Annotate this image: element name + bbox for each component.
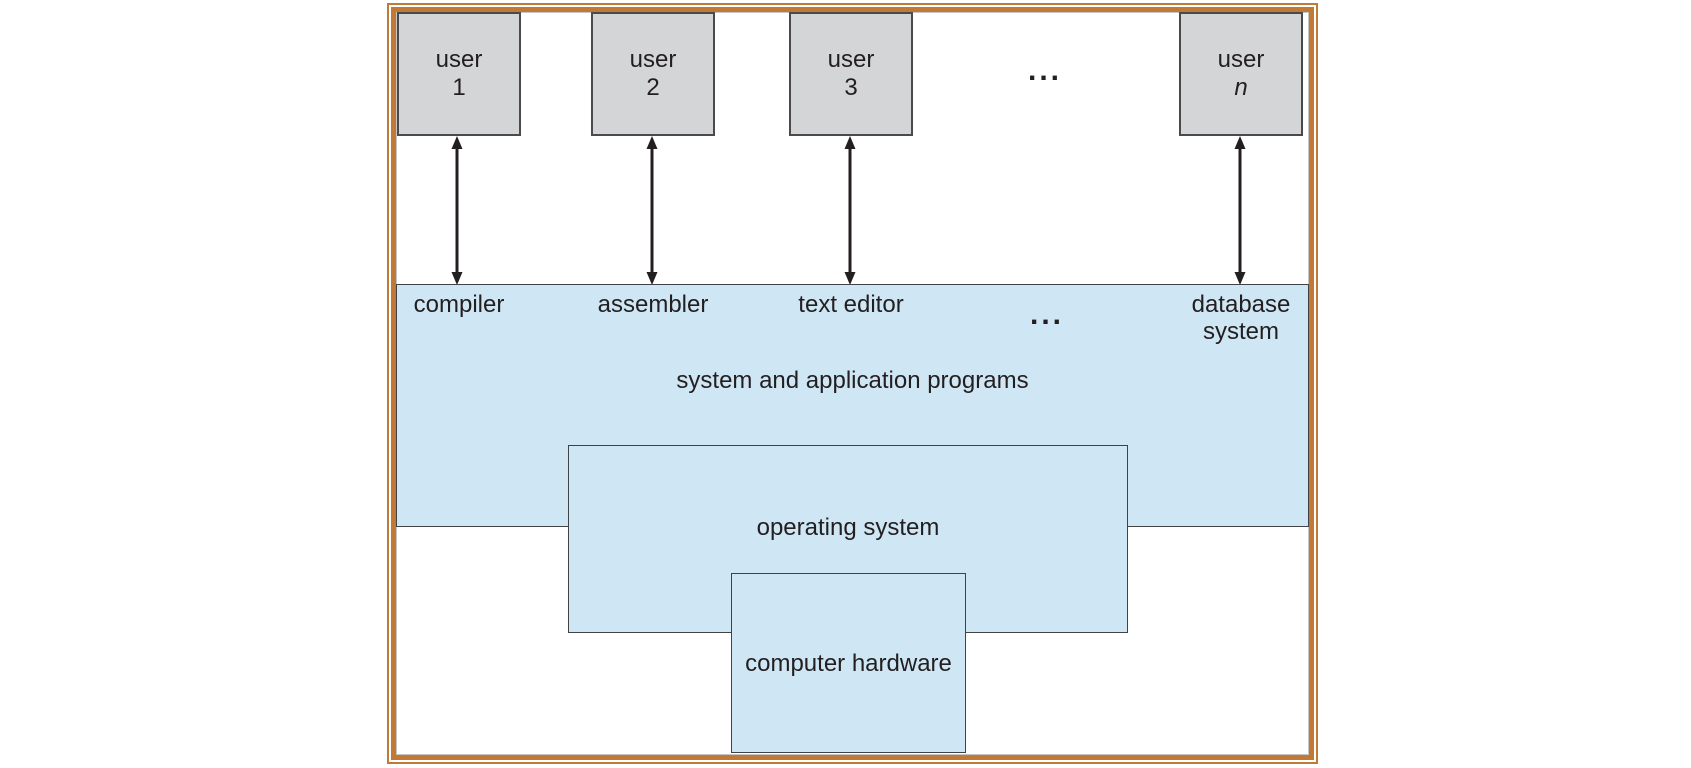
computer-hardware-label: computer hardware <box>745 649 952 677</box>
computer-hardware-box: computer hardware <box>731 573 966 753</box>
program-label-database-system: database system <box>1191 291 1291 345</box>
double-arrow-icon <box>646 136 658 285</box>
users-ellipsis: ... <box>1027 54 1062 87</box>
programs-ellipsis: ... <box>1029 298 1064 331</box>
user-box-1-label: user <box>435 46 483 73</box>
user-box-1: user 1 <box>397 12 521 136</box>
user-box-n-label: user <box>1217 46 1265 73</box>
double-arrow-icon <box>451 136 463 285</box>
figure-frame-inner: user 1 user 2 user 3 user n ... <box>391 7 1314 760</box>
operating-system-box: operating system <box>568 445 1128 633</box>
band-title: system and application programs <box>676 367 1029 394</box>
program-label-compiler: compiler <box>413 291 505 318</box>
user-box-3: user 3 <box>789 12 913 136</box>
user-box-2-number: 2 <box>646 74 660 101</box>
user-box-2: user 2 <box>591 12 715 136</box>
double-arrow-icon <box>1234 136 1246 285</box>
program-label-assembler: assembler <box>597 291 709 318</box>
double-arrow-icon <box>844 136 856 285</box>
user-box-n: user n <box>1179 12 1303 136</box>
user-box-3-label: user <box>827 46 875 73</box>
user-box-3-number: 3 <box>844 74 858 101</box>
operating-system-label: operating system <box>756 514 940 541</box>
diagram-content: user 1 user 2 user 3 user n ... <box>396 12 1309 755</box>
figure-frame: user 1 user 2 user 3 user n ... <box>387 3 1318 764</box>
user-box-2-label: user <box>629 46 677 73</box>
program-label-text-editor: text editor <box>798 291 904 318</box>
user-box-n-number: n <box>1234 74 1248 101</box>
user-box-1-number: 1 <box>452 74 466 101</box>
